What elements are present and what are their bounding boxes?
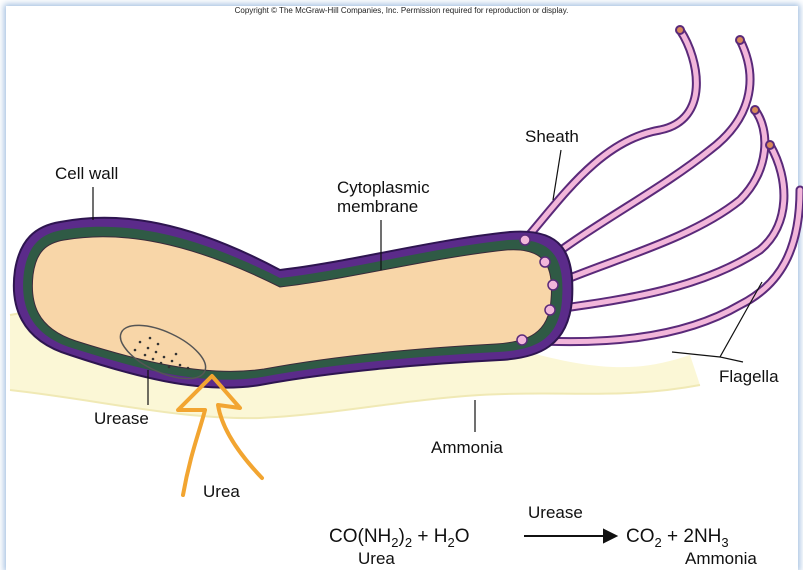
label-urease: Urease <box>94 409 149 429</box>
equation-reactants: CO(NH2)2 + H2O <box>329 526 469 550</box>
label-cytoplasmic-membrane: Cytoplasmic membrane <box>337 178 430 216</box>
label-urea: Urea <box>203 482 240 502</box>
label-ammonia: Ammonia <box>431 438 503 458</box>
copyright-notice: Copyright © The McGraw-Hill Companies, I… <box>0 6 803 15</box>
reaction-arrow <box>524 530 616 542</box>
equation-reactant-name: Urea <box>358 549 395 569</box>
label-cell-wall: Cell wall <box>55 164 118 184</box>
equation-products: CO2 + 2NH3 <box>626 526 729 550</box>
label-sheath: Sheath <box>525 127 579 147</box>
label-cytoplasmic-line2: membrane <box>337 197 430 216</box>
equation-product-name: Ammonia <box>685 549 757 569</box>
label-flagella: Flagella <box>719 367 779 387</box>
label-cytoplasmic-line1: Cytoplasmic <box>337 178 430 197</box>
equation-catalyst: Urease <box>528 503 583 523</box>
